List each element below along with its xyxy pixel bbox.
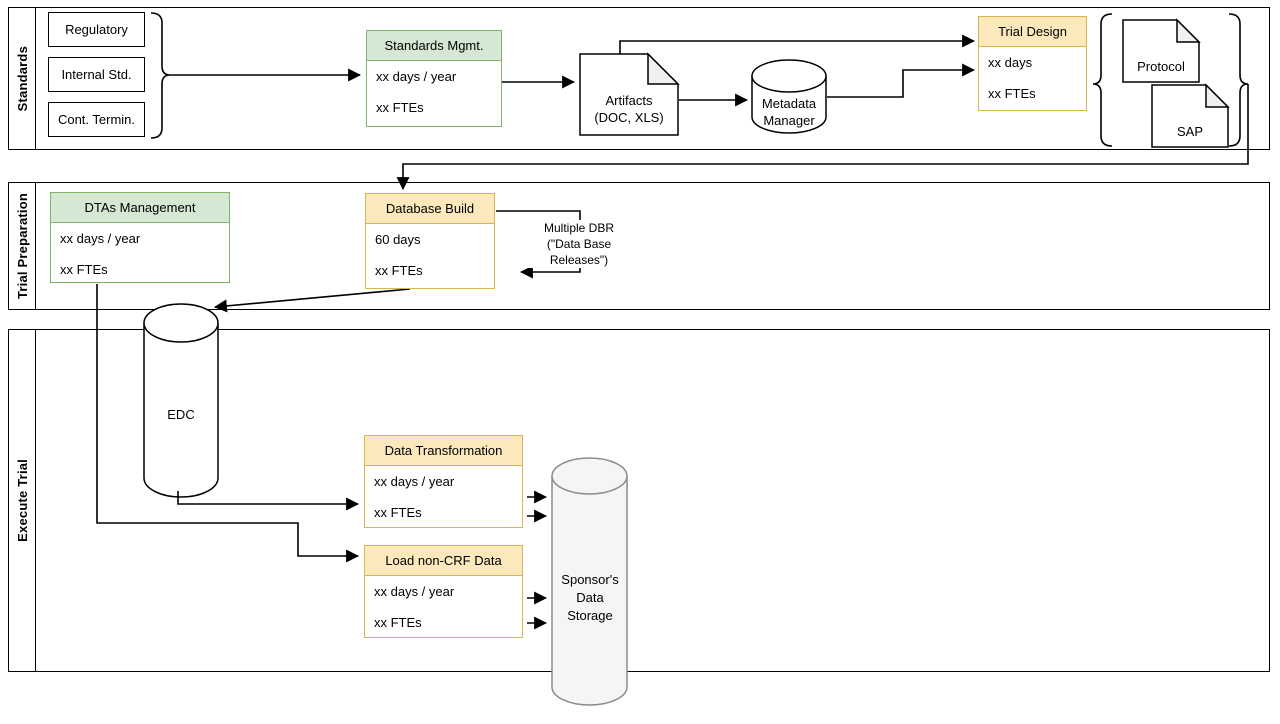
- data-transformation-row-ftes: xx FTEs: [374, 505, 422, 520]
- sources-brace: [150, 12, 171, 139]
- load-non-crf-row-ftes: xx FTEs: [374, 615, 422, 630]
- data-transformation-row-days: xx days / year: [374, 474, 455, 489]
- lane-standards-strip: Standards: [9, 8, 36, 149]
- artifacts-document: [579, 52, 680, 136]
- sap-label: SAP: [1156, 123, 1224, 140]
- load-non-crf-box: Load non-CRF Data xx days / year xx FTEs: [364, 545, 523, 638]
- metadata-manager-cylinder: [751, 59, 827, 134]
- dtas-management-row-ftes: xx FTEs: [60, 262, 108, 277]
- trial-design-title: Trial Design: [979, 17, 1086, 47]
- source-box-cont-termin-label: Cont. Termin.: [57, 112, 136, 127]
- dtas-management-row-days: xx days / year: [60, 231, 141, 246]
- edge-dtas-to-load-non-crf: [96, 284, 360, 563]
- edge-edc-to-data-transformation: [177, 491, 360, 511]
- multiple-dbr-note: Multiple DBR ("Data Base Releases"): [528, 220, 630, 268]
- lane-execute-trial-strip: Execute Trial: [9, 330, 36, 671]
- edge-database-build-to-edc: [213, 288, 411, 313]
- dtas-management-box: DTAs Management xx days / year xx FTEs: [50, 192, 230, 283]
- load-non-crf-title: Load non-CRF Data: [365, 546, 522, 576]
- lane-execute-trial: Execute Trial: [8, 329, 1270, 672]
- trial-design-row-ftes: xx FTEs: [988, 86, 1036, 101]
- lane-trial-preparation-strip: Trial Preparation: [9, 183, 36, 309]
- trial-design-row-days: xx days: [988, 55, 1033, 70]
- source-box-regulatory: Regulatory: [48, 12, 145, 47]
- standards-mgmt-row-days: xx days / year: [376, 69, 457, 84]
- protocol-sap-brace-right: [1228, 13, 1249, 147]
- data-transformation-box: Data Transformation xx days / year xx FT…: [364, 435, 523, 528]
- data-transformation-title: Data Transformation: [365, 436, 522, 466]
- database-build-row-days: 60 days: [375, 232, 421, 247]
- protocol-label: Protocol: [1126, 58, 1196, 75]
- sponsor-storage-cylinder: [551, 457, 628, 706]
- lane-trial-preparation: Trial Preparation: [8, 182, 1270, 310]
- connectors: [96, 34, 1249, 630]
- edge-artifacts-to-trial-design: [619, 34, 976, 54]
- database-build-title: Database Build: [366, 194, 494, 224]
- source-box-regulatory-label: Regulatory: [65, 22, 128, 37]
- metadata-manager-label: Metadata Manager: [761, 96, 817, 128]
- standards-mgmt-row-ftes: xx FTEs: [376, 100, 424, 115]
- load-non-crf-row-days: xx days / year: [374, 584, 455, 599]
- lane-standards: Standards: [8, 7, 1270, 150]
- sponsor-storage-label: Sponsor's Data Storage: [561, 572, 619, 623]
- edc-cylinder: [143, 303, 219, 498]
- database-build-row-ftes: xx FTEs: [375, 263, 423, 278]
- database-build-box: Database Build 60 days xx FTEs: [365, 193, 495, 289]
- edc-label: EDC: [167, 407, 195, 422]
- edge-protocol-sap-to-database-build: [396, 84, 1249, 191]
- trial-design-box: Trial Design xx days xx FTEs: [978, 16, 1087, 111]
- source-box-internal-std: Internal Std.: [48, 57, 145, 92]
- edge-metadata-manager-to-trial-design: [827, 63, 976, 98]
- protocol-sap-brace-left: [1092, 13, 1113, 147]
- artifacts-label: Artifacts (DOC, XLS): [594, 93, 664, 125]
- dtas-management-title: DTAs Management: [51, 193, 229, 223]
- source-box-internal-std-label: Internal Std.: [61, 67, 132, 82]
- standards-mgmt-title: Standards Mgmt.: [367, 31, 501, 61]
- source-box-cont-termin: Cont. Termin.: [48, 102, 145, 137]
- standards-mgmt-box: Standards Mgmt. xx days / year xx FTEs: [366, 30, 502, 127]
